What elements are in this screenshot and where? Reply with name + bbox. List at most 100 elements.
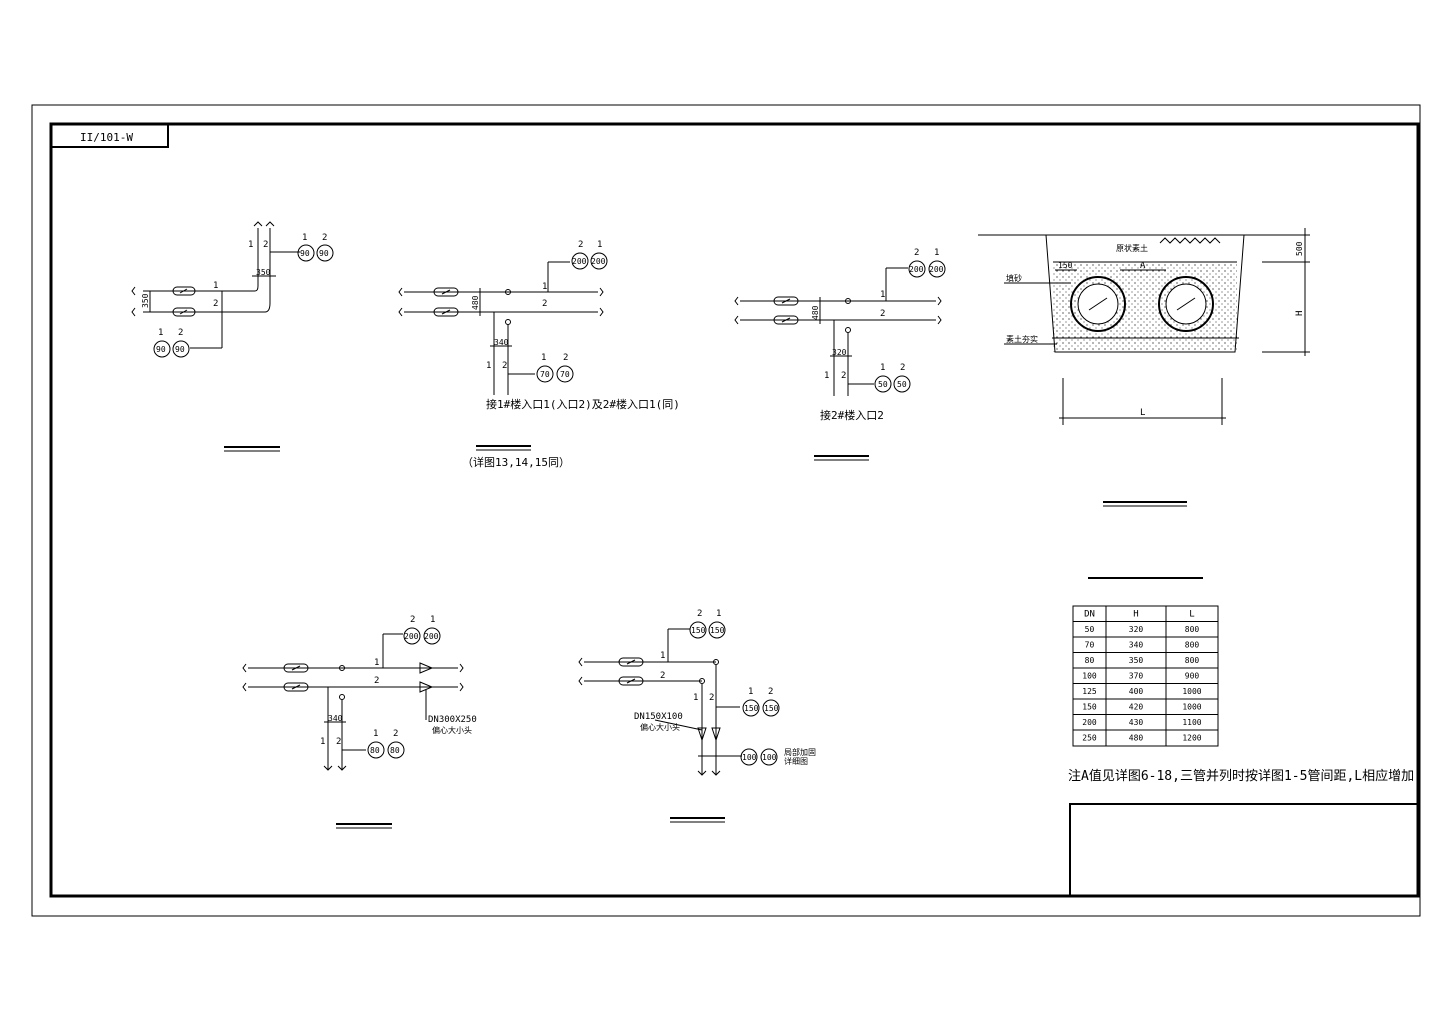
d5-bub-top-num-1: 2 (697, 609, 702, 619)
table-cell: 420 (1129, 703, 1144, 712)
d3-bub-top-code-1: 200 (909, 265, 924, 274)
d3-dim-branch: 320 (832, 348, 847, 357)
table-cell: 125 (1082, 687, 1097, 696)
d1-pipe-1: 1 (213, 281, 218, 291)
d4-bub-bot-num-2: 2 (393, 729, 398, 739)
d2-note: 接1#楼入口1(入口2)及2#楼入口1(同) (486, 397, 680, 411)
d5-pipe-1: 1 (660, 651, 665, 661)
d2-pipe-1: 1 (542, 282, 547, 292)
table-cell: 1000 (1182, 687, 1201, 696)
d2-pipe-2: 2 (542, 299, 547, 309)
d2-bub-top-num-1: 2 (578, 240, 583, 250)
table-cell: 400 (1129, 687, 1144, 696)
table-header-cell: L (1189, 610, 1194, 620)
table-cell: 80 (1085, 656, 1095, 665)
d1-pipe-2: 2 (213, 299, 218, 309)
table-cell: 800 (1185, 656, 1200, 665)
d1-vert-1: 1 (248, 240, 253, 250)
d3-note: 接2#楼入口2 (820, 408, 884, 422)
d2-vert-2: 2 (502, 361, 507, 371)
table-cell: 800 (1185, 641, 1200, 650)
sheet-code: II/101-W (80, 131, 133, 144)
d5-bub-bot-code-2: 100 (762, 753, 777, 762)
d4-pipe-1: 1 (374, 658, 379, 668)
d2-dim-vert: 480 (471, 295, 480, 310)
diagram-4: DN300X250 偏心大小头 1 2 2 1 200 200 340 1 2 … (242, 615, 477, 829)
d2-bub-top-code-2: 200 (591, 257, 606, 266)
table-cell: 320 (1129, 625, 1144, 634)
trench-section: 原状素土 填砂 素土夯实 500 H 150 A L (978, 228, 1310, 507)
d5-bottom-note: 局部加固 (784, 747, 816, 757)
table-cell: 150 (1082, 703, 1097, 712)
d1-vert-2: 2 (263, 240, 268, 250)
d3-bub-bot-code-2: 50 (897, 380, 907, 389)
d1-bub-top-num-1: 1 (302, 233, 307, 243)
table-cell: 480 (1129, 734, 1144, 743)
section-label-base: 素土夯实 (1006, 334, 1038, 344)
d3-dim-vert: 480 (811, 305, 820, 320)
d4-pipe-2: 2 (374, 676, 379, 686)
d5-bub-mid-code-1: 150 (744, 704, 759, 713)
d4-bub-top-code-2: 200 (424, 632, 439, 641)
title-block (1069, 803, 1419, 897)
d5-pipe-2: 2 (660, 671, 665, 681)
diagram-5: 1 2 2 1 150 150 1 2 1 2 150 150 DN150X10… (578, 609, 816, 823)
diagram-1: 1 2 1 2 350 350 1 2 90 90 1 2 90 90 (131, 221, 334, 452)
d3-bub-bot-num-2: 2 (900, 363, 905, 373)
d1-bub-top-code-1: 90 (300, 249, 310, 258)
table-cell: 900 (1185, 672, 1200, 681)
table-cell: 1200 (1182, 734, 1201, 743)
table-cell: 100 (1082, 672, 1097, 681)
d1-bub-bot-num-1: 1 (158, 328, 163, 338)
d1-bub-bot-num-2: 2 (178, 328, 183, 338)
d4-reducer-sub: 偏心大小头 (432, 725, 472, 735)
note-main: 注A值见详图6-18,三管并列时按详图1-5管间距,L相应增加 (1068, 768, 1414, 784)
section-label-fill: 原状素土 (1116, 243, 1148, 253)
d5-bub-mid-code-2: 150 (764, 704, 779, 713)
d4-reducer-label: DN300X250 (428, 715, 477, 725)
d4-bub-top-num-2: 1 (430, 615, 435, 625)
d5-bottom-note2: 详细图 (784, 756, 808, 766)
d2-vert-1: 1 (486, 361, 491, 371)
d2-bub-bot-num-2: 2 (563, 353, 568, 363)
d2-bub-bot-code-2: 70 (560, 370, 570, 379)
table-cell: 370 (1129, 672, 1144, 681)
d3-bub-top-num-2: 1 (934, 248, 939, 258)
section-dim-a: A (1140, 261, 1146, 271)
diagram-3: 480 1 2 2 1 200 200 320 1 2 1 2 50 50 接2… (734, 248, 946, 461)
d1-bub-top-code-2: 90 (319, 249, 329, 258)
d5-reducer-label: DN150X100 (634, 712, 683, 722)
table-cell: 50 (1085, 625, 1095, 634)
d4-bub-bot-code-1: 80 (370, 746, 380, 755)
d3-vert-2: 2 (841, 371, 846, 381)
d2-bub-top-num-2: 1 (597, 240, 602, 250)
d1-dim-top: 350 (256, 268, 271, 277)
d5-bub-mid-num-2: 2 (768, 687, 773, 697)
section-dim-side: 150 (1058, 261, 1073, 270)
table-cell: 340 (1129, 641, 1144, 650)
table-cell: 350 (1129, 656, 1144, 665)
outer-border (31, 104, 1421, 917)
table-cell: 70 (1085, 641, 1095, 650)
d4-dim-branch: 340 (328, 714, 343, 723)
inner-frame (49, 122, 1420, 898)
table-cell: 1100 (1182, 718, 1201, 727)
d1-dim-left: 350 (141, 293, 150, 308)
d5-vert-1: 1 (693, 693, 698, 703)
diagram-2: 480 1 2 2 1 200 200 340 1 2 1 2 70 70 接1… (398, 240, 680, 469)
d5-reducer-sub: 偏心大小头 (640, 722, 680, 732)
d2-bub-bot-num-1: 1 (541, 353, 546, 363)
section-dim-h: H (1295, 311, 1305, 316)
d4-bub-bot-code-2: 80 (390, 746, 400, 755)
d3-bub-bot-num-1: 1 (880, 363, 885, 373)
d3-bub-top-code-2: 200 (929, 265, 944, 274)
d5-bub-top-code-2: 150 (710, 626, 725, 635)
d3-vert-1: 1 (824, 371, 829, 381)
d2-bub-bot-code-1: 70 (540, 370, 550, 379)
d4-vert-1: 1 (320, 737, 325, 747)
d4-bub-top-num-1: 2 (410, 615, 415, 625)
d5-bub-mid-num-1: 1 (748, 687, 753, 697)
table-header-cell: H (1133, 610, 1138, 620)
d4-bub-top-code-1: 200 (404, 632, 419, 641)
section-dim-l: L (1140, 408, 1145, 418)
